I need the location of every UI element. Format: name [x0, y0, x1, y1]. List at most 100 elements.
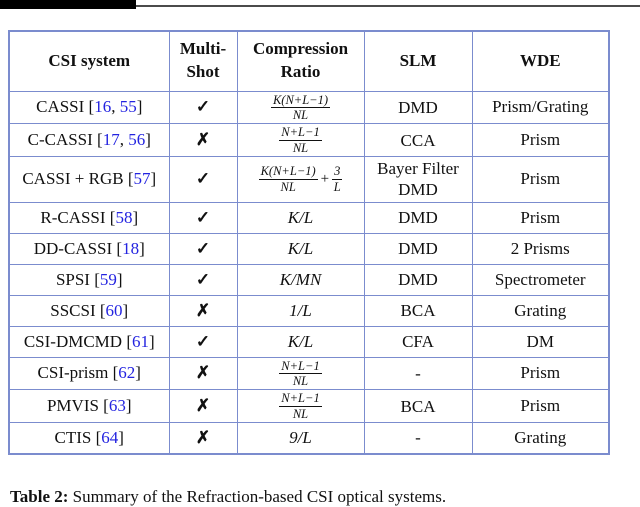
csi-system-cell: DD-CASSI [18] — [8, 232, 170, 265]
plus-sign: + — [320, 170, 330, 187]
slm-line: CFA — [402, 331, 434, 351]
citation-separator: , — [111, 97, 120, 117]
slm-line: CCA — [400, 130, 436, 150]
check-icon: ✓ — [195, 331, 211, 351]
bracket-close: ] — [136, 97, 143, 117]
citation-link[interactable]: 60 — [105, 300, 123, 320]
fraction-numerator: N+L−1 — [279, 358, 322, 374]
table-row: CTIS [64]✗9/L-Grating — [8, 422, 610, 454]
col-header-compression-ratio: Compression Ratio — [236, 30, 365, 92]
citation-link[interactable]: 63 — [108, 396, 126, 416]
fraction: K(N+L−1)NL — [258, 164, 318, 194]
header-line: SLM — [399, 50, 437, 70]
compression-ratio-cell: 1/L — [236, 294, 365, 327]
slm-line: DMD — [398, 269, 438, 289]
system-name: CASSI [ — [36, 97, 95, 117]
slm-line: DMD — [398, 97, 438, 117]
ratio-inline: K/MN — [279, 269, 322, 289]
header-line: Compression — [252, 39, 349, 59]
citation-link[interactable]: 64 — [101, 427, 119, 447]
csi-system-cell: R-CASSI [58] — [8, 201, 170, 234]
wde-cell: Grating — [471, 294, 610, 327]
wde-cell: Prism — [471, 201, 610, 234]
csi-system-cell: SSCSI [60] — [8, 294, 170, 327]
cross-icon: ✗ — [195, 130, 211, 150]
slm-cell: CCA — [363, 123, 473, 157]
check-icon: ✓ — [195, 269, 211, 289]
fraction-numerator: K(N+L−1) — [258, 164, 318, 180]
fraction-denominator: NL — [292, 140, 309, 155]
cross-icon: ✗ — [195, 300, 211, 320]
fraction-denominator: NL — [292, 406, 309, 421]
citation-link[interactable]: 18 — [122, 238, 140, 258]
citation-link[interactable]: 16 — [94, 97, 112, 117]
check-icon: ✓ — [195, 97, 211, 117]
citation-link[interactable]: 55 — [119, 97, 137, 117]
wde-cell: Prism/Grating — [471, 90, 610, 125]
citation-link[interactable]: 62 — [118, 363, 136, 383]
bracket-close: ] — [150, 169, 157, 189]
wde-cell: Prism — [471, 123, 610, 157]
slm-line: - — [415, 363, 421, 383]
bracket-close: ] — [145, 130, 151, 150]
system-name: CTIS [ — [54, 427, 102, 447]
slm-cell: DMD — [363, 201, 473, 234]
ratio-inline: K/L — [287, 207, 314, 227]
multi-shot-cell: ✓ — [168, 263, 238, 296]
slm-line: BCA — [400, 300, 436, 320]
slm-cell: DMD — [363, 90, 473, 125]
citation-link[interactable]: 61 — [131, 331, 149, 351]
citation-link[interactable]: 17 — [102, 130, 120, 150]
fraction-numerator: N+L−1 — [279, 391, 322, 407]
citation-link[interactable]: 58 — [115, 207, 133, 227]
fraction-denominator: L — [333, 179, 341, 194]
citation-link[interactable]: 59 — [99, 269, 117, 289]
col-header-slm: SLM — [363, 30, 473, 92]
system-name: SPSI [ — [55, 269, 100, 289]
bracket-close: ] — [122, 300, 129, 320]
multi-shot-cell: ✓ — [168, 325, 238, 358]
multi-shot-cell: ✗ — [168, 389, 238, 423]
header-line: WDE — [519, 50, 561, 70]
slm-value: - — [369, 363, 468, 384]
header-line: Multi- — [179, 39, 227, 59]
ratio-inline: 9/L — [289, 427, 312, 447]
slm-value: BCA — [369, 396, 468, 417]
compression-ratio-cell: K/L — [236, 325, 365, 358]
bracket-close: ] — [132, 207, 139, 227]
slm-value: CCA — [369, 130, 468, 151]
slm-value: DMD — [369, 207, 468, 228]
slm-value: - — [369, 427, 468, 448]
csi-system-cell: C-CASSI [17, 56] — [8, 123, 170, 157]
compression-ratio-cell: K/L — [236, 232, 365, 265]
csi-systems-table: CSI system Multi- Shot Compression Ratio… — [8, 30, 610, 455]
bracket-close: ] — [118, 427, 124, 447]
compression-ratio-cell: 9/L — [236, 422, 365, 454]
multi-shot-cell: ✗ — [168, 123, 238, 157]
citation-link[interactable]: 56 — [128, 130, 146, 150]
bracket-close: ] — [135, 363, 141, 383]
caption-text: Summary of the Refraction-based CSI opti… — [72, 487, 447, 506]
wde-cell: DM — [471, 325, 610, 358]
slm-value: DMD — [369, 269, 468, 290]
slm-line: Bayer Filter — [377, 159, 459, 178]
citation-link[interactable]: 57 — [133, 169, 151, 189]
system-name: DD-CASSI [ — [33, 238, 123, 258]
system-name: R-CASSI [ — [40, 207, 116, 227]
slm-cell: BCA — [363, 389, 473, 423]
wde-cell: Prism — [471, 356, 610, 391]
cross-icon: ✗ — [195, 427, 211, 447]
check-icon: ✓ — [195, 238, 211, 258]
csi-system-cell: CASSI + RGB [57] — [8, 156, 170, 203]
